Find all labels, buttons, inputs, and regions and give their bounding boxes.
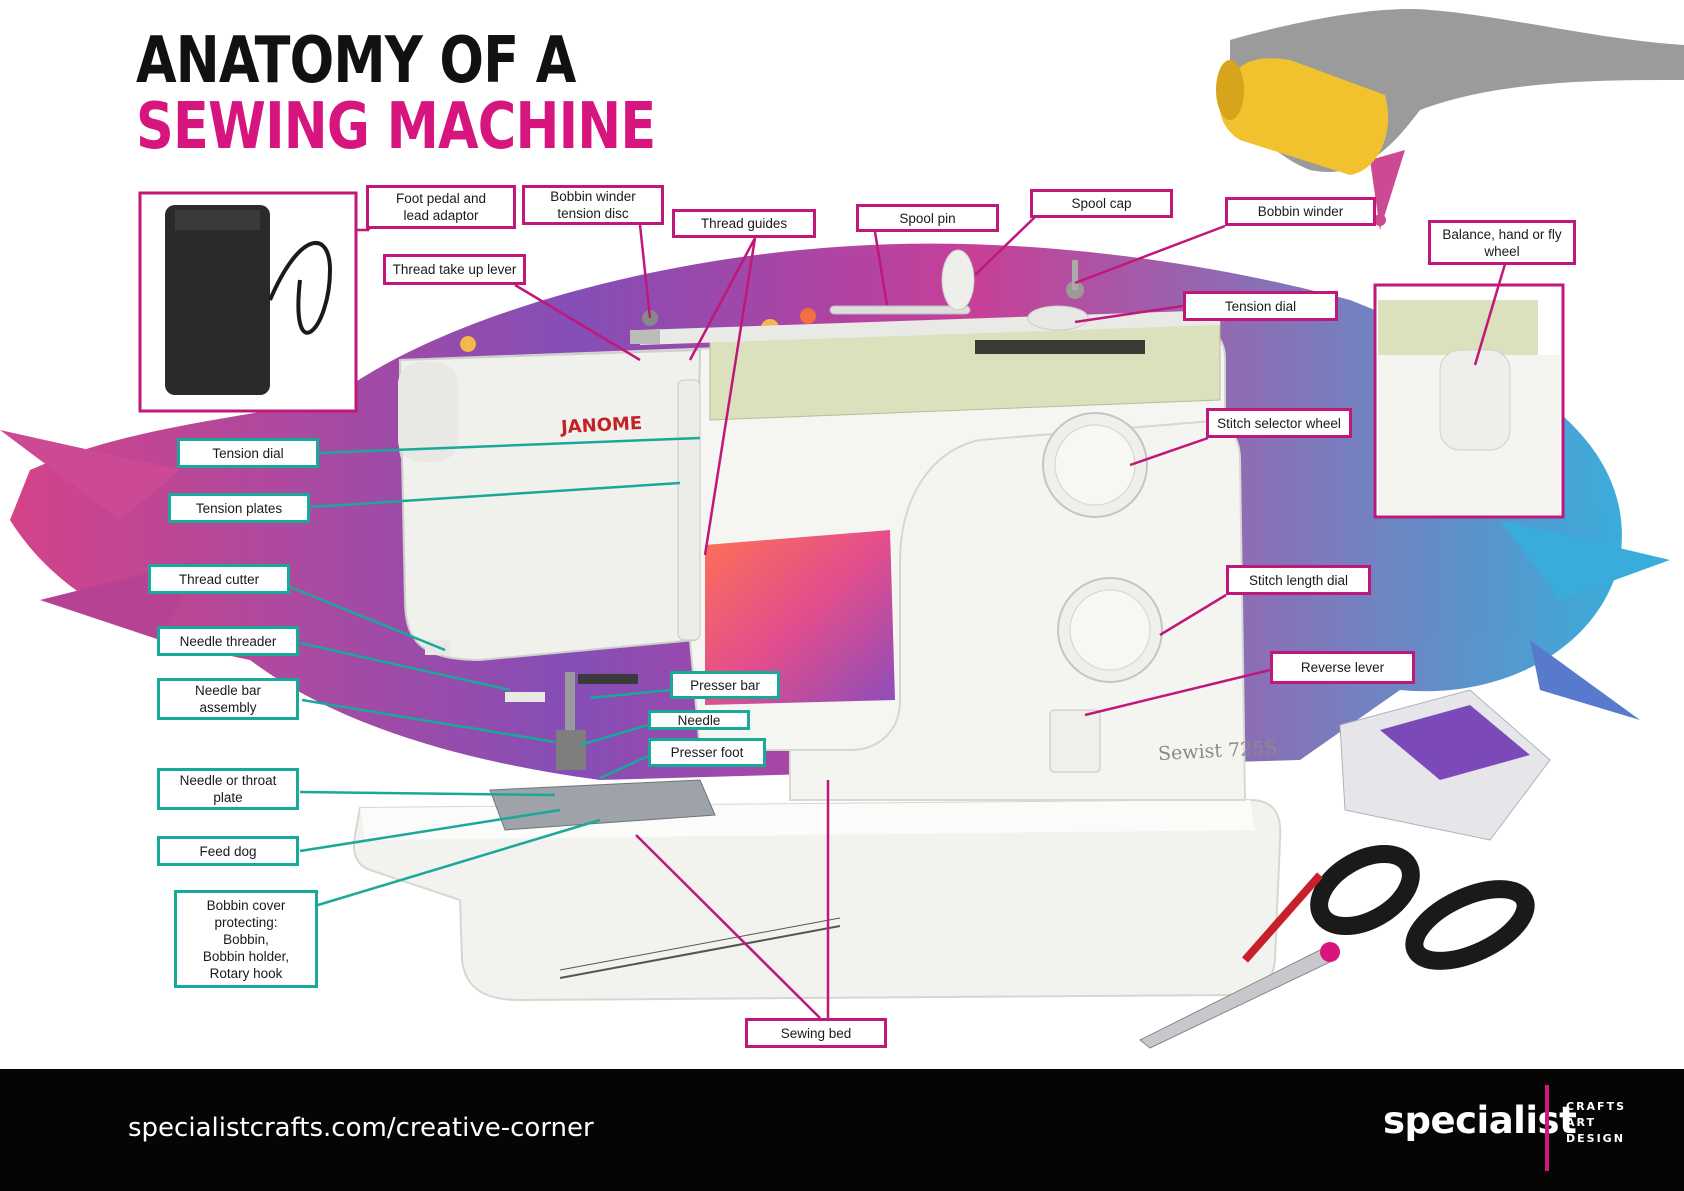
label-thread-guides: Thread guides <box>672 209 816 238</box>
machine-brand: JANOME <box>560 412 643 439</box>
label-stitch-selector-wheel: Stitch selector wheel <box>1206 408 1352 438</box>
label-thread-cutter: Thread cutter <box>148 564 290 594</box>
label-tension-dial-left: Tension dial <box>177 438 319 468</box>
hand-with-thread-spool <box>1216 9 1684 175</box>
label-reverse-lever: Reverse lever <box>1270 651 1415 684</box>
title-line-2: SEWING MACHINE <box>136 90 656 164</box>
title-line-1: ANATOMY OF A <box>136 24 576 98</box>
foot-pedal-photo <box>138 191 358 413</box>
label-needle-or-throat-plate: Needle or throat plate <box>157 768 299 810</box>
label-bobbin-cover: Bobbin cover protecting: Bobbin, Bobbin … <box>174 890 318 988</box>
scissors <box>1139 844 1535 1049</box>
label-tension-dial-top: Tension dial <box>1183 291 1338 321</box>
leader-lines-teal <box>289 436 701 907</box>
label-needle: Needle <box>648 710 750 730</box>
brand-tag-art: ART <box>1566 1116 1596 1129</box>
label-needle-threader: Needle threader <box>157 626 299 656</box>
sewing-machine-illustration <box>0 9 1684 1049</box>
label-bobbin-winder: Bobbin winder <box>1225 197 1376 226</box>
label-feed-dog: Feed dog <box>157 836 299 866</box>
brand-divider <box>1545 1085 1549 1171</box>
sewing-machine <box>352 249 1282 1002</box>
label-stitch-length-dial: Stitch length dial <box>1226 565 1371 595</box>
brand-logo: specialist <box>1383 1099 1577 1142</box>
pins-box <box>1339 689 1551 841</box>
label-tension-plates: Tension plates <box>168 493 310 523</box>
label-presser-foot: Presser foot <box>648 738 766 767</box>
label-balance-wheel: Balance, hand or fly wheel <box>1428 220 1576 265</box>
label-presser-bar: Presser bar <box>670 671 780 699</box>
label-spool-cap: Spool cap <box>1030 189 1173 218</box>
brand-tags: CRAFTS ART DESIGN <box>1566 1099 1626 1147</box>
label-spool-pin: Spool pin <box>856 204 999 232</box>
footer-url[interactable]: specialistcrafts.com/creative-corner <box>128 1113 594 1143</box>
balance-wheel-photo <box>1373 283 1565 519</box>
leader-lines-magenta <box>355 193 1507 1019</box>
brand-tag-crafts: CRAFTS <box>1566 1100 1626 1113</box>
brand-tag-design: DESIGN <box>1566 1132 1625 1145</box>
label-needle-bar-assembly: Needle bar assembly <box>157 678 299 720</box>
footer: specialistcrafts.com/creative-corner spe… <box>0 1069 1684 1191</box>
label-thread-take-up-lever: Thread take up lever <box>383 254 526 285</box>
label-sewing-bed: Sewing bed <box>745 1018 887 1048</box>
label-foot-pedal: Foot pedal and lead adaptor <box>366 185 516 229</box>
page-title: ANATOMY OF A SEWING MACHINE <box>136 24 656 164</box>
label-bobbin-winder-tension-disc: Bobbin winder tension disc <box>522 185 664 225</box>
